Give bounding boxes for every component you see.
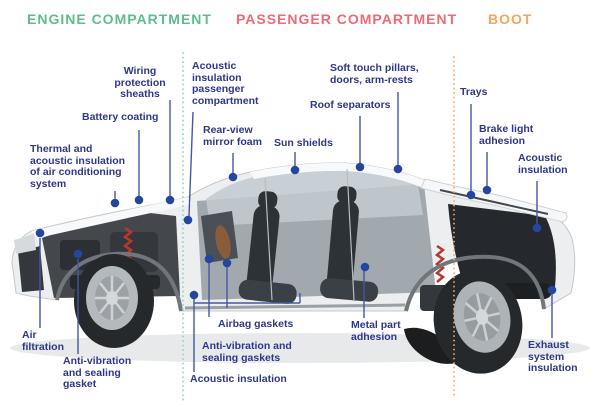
section-header-passenger-compartment: PASSENGER COMPARTMENT <box>236 11 458 27</box>
callout-dot-rear-view-mirror-foam <box>228 172 238 182</box>
hood-highlight <box>31 197 193 238</box>
callout-dot-thermal-ac-insulation <box>110 198 120 208</box>
callout-dot-air-filtration <box>35 228 45 238</box>
rear-wheel <box>433 270 523 374</box>
callout-dot-airbag-gaskets <box>204 254 214 264</box>
callout-dot-airbag-gaskets <box>222 258 232 268</box>
steering-wheel <box>215 225 231 259</box>
sill-line <box>184 303 406 310</box>
front-wheel-arch <box>55 251 183 312</box>
section-header-engine-compartment: ENGINE COMPARTMENT <box>27 11 212 27</box>
callout-dot-wiring-protection-sheaths <box>165 195 175 205</box>
callout-dot-battery-coating <box>134 195 144 205</box>
front-wheel <box>74 254 154 348</box>
door-seams <box>264 168 355 301</box>
front-seat <box>238 191 297 304</box>
callout-dot-exhaust-system-insulation <box>547 285 557 295</box>
boot-lid-edge <box>439 189 549 215</box>
callout-dot-roof-separators <box>355 162 365 172</box>
rear-wheel-arch <box>404 254 546 312</box>
callout-dot-metal-part-adhesion <box>360 262 370 272</box>
callout-dot-acoustic-insulation-passenger <box>183 215 193 225</box>
callout-dot-acoustic-insulation-floor <box>189 290 199 300</box>
boot-lid-open <box>420 178 568 223</box>
callout-dot-brake-light-adhesion <box>482 185 492 195</box>
callout-dot-anti-vibration-sealing-gasket <box>73 249 83 259</box>
callout-dot-soft-touch-pillars <box>393 164 403 174</box>
callout-dot-acoustic-insulation-boot <box>532 223 542 233</box>
callout-line-acoustic-insulation-passenger <box>188 111 194 217</box>
section-header-boot: BOOT <box>488 11 533 27</box>
callout-dot-sun-shields <box>290 165 300 175</box>
callout-dot-trays <box>466 190 476 200</box>
